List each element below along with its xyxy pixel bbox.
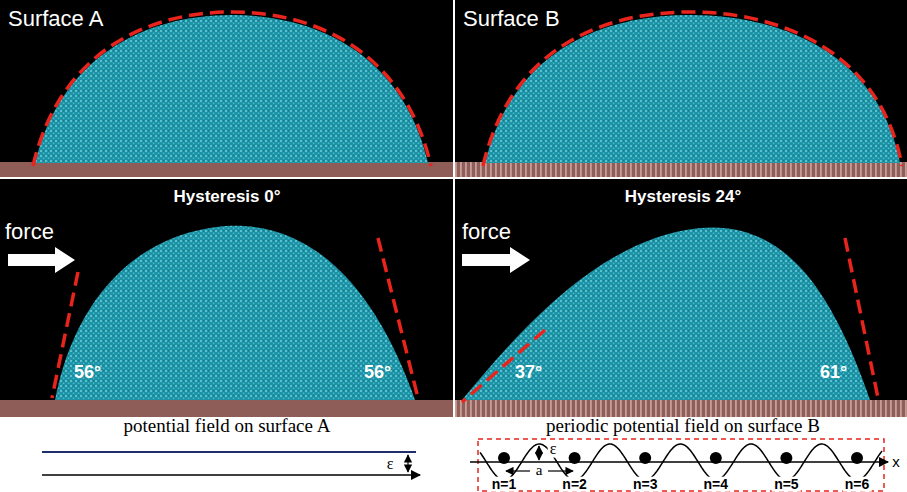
- dimension-arrow: [506, 470, 530, 471]
- symbol-label: ε: [548, 441, 559, 458]
- site-index: n=3: [631, 477, 660, 492]
- force-label: force: [5, 219, 54, 244]
- substrate-b: [455, 162, 907, 177]
- atom-dot: [780, 452, 792, 464]
- panel-ground: [0, 0, 453, 177]
- substrate-b: [455, 400, 907, 417]
- epsilon-arrow: [538, 446, 539, 460]
- site-index: n=5: [772, 477, 801, 492]
- droplet: [55, 226, 415, 400]
- hysteresis-label: Hysteresis 0°: [174, 187, 281, 207]
- tangent-dash: [462, 330, 545, 402]
- panel-title: Surface A: [8, 6, 103, 31]
- angle-label: 61°: [820, 362, 847, 383]
- angle-label: 56°: [74, 362, 101, 383]
- image-panel: Surface B: [455, 0, 907, 177]
- atom-dot: [498, 452, 510, 464]
- atom-dot: [851, 452, 863, 464]
- substrate-a: [0, 162, 453, 177]
- image-panel: Hysteresis 24° force 37° 61°: [455, 179, 907, 417]
- image-panel: Hysteresis 0° force 56° 56°: [0, 179, 453, 417]
- dashed-frame: [478, 439, 884, 491]
- symbol-label: ε: [385, 456, 396, 473]
- caption-text: periodic potential field on surface B: [546, 416, 820, 436]
- angle-label: 37°: [515, 362, 542, 383]
- angle-label: 56°: [364, 362, 391, 383]
- contour-dash: [483, 12, 902, 166]
- site-index: n=6: [843, 477, 872, 492]
- potential-line: [42, 451, 416, 453]
- potential-wave: [480, 444, 882, 480]
- droplet: [35, 15, 428, 163]
- panel-title: Surface B: [463, 6, 560, 31]
- image-panel: Surface A: [0, 0, 453, 177]
- atom-dot: [639, 452, 651, 464]
- panel-ground: [455, 0, 907, 177]
- site-index: n=1: [490, 477, 519, 492]
- force-arrow: [8, 247, 75, 273]
- panel-ground: [0, 179, 453, 417]
- tangent-dash: [845, 238, 878, 398]
- panel-ground: [455, 179, 907, 417]
- droplet: [485, 15, 900, 163]
- hysteresis-label: Hysteresis 24°: [625, 187, 741, 207]
- dimension-label: a: [534, 463, 545, 479]
- site-index: n=2: [560, 477, 589, 492]
- force-label: force: [462, 219, 511, 244]
- caption-text: potential field on surface A: [124, 416, 331, 436]
- substrate-a: [0, 400, 453, 417]
- atom-dot: [569, 452, 581, 464]
- axis-label: x: [891, 454, 901, 470]
- atom-dot: [710, 452, 722, 464]
- contour-dash: [33, 12, 431, 166]
- force-arrow: [462, 247, 530, 273]
- potential-curve: [480, 444, 882, 480]
- site-index: n=4: [702, 477, 731, 492]
- droplet: [462, 227, 870, 400]
- epsilon-arrow: [407, 455, 408, 472]
- axis-line: [42, 474, 420, 476]
- dimension-arrow: [548, 470, 573, 471]
